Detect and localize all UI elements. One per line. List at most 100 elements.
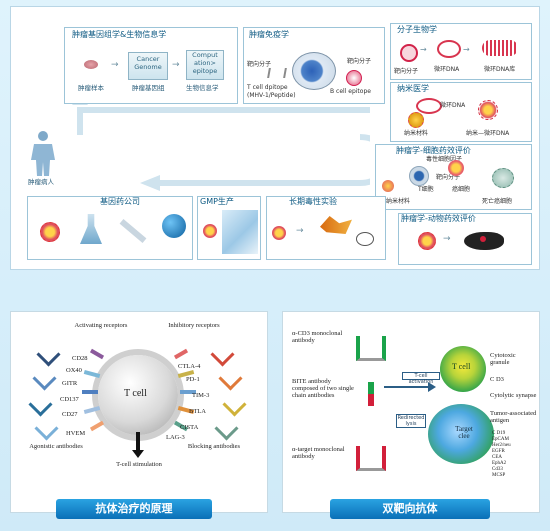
arrowhead-icon [428,382,436,392]
gmp-title: GMP生产 [200,197,234,206]
receptor-label-cd137: CD137 [60,396,79,403]
nanomed-dna-label: 微环DNA [440,102,466,109]
tcell-icon [409,166,429,186]
receptor-label-btla: BTLA [189,408,206,415]
nanoparticle-icon [408,112,424,128]
bcell-epitope-label: B cell epitope [330,88,371,95]
receptor-label-ox40: OX40 [66,367,82,374]
mhc-label: (MHV-1/Peptide) [247,92,296,99]
cancer-cell-label: 癌细胞 [452,186,471,193]
antigen-list-item: C D19 [492,431,506,436]
cancer-genome-box: Cancer Genome [128,52,168,80]
dna-library-icon [482,40,518,56]
receptor-label-lag3: LAG-3 [166,434,185,441]
antigen-list-item: EpCAM [492,437,509,442]
nanomed-title: 纳米医学 [397,84,429,93]
redirected-lysis-tag: Redirected lysis [396,414,426,428]
target-cell-label: Target clee [455,425,473,440]
nano-material-label: 纳米材料 [404,130,429,137]
antigen-list-item: CEA [492,455,502,460]
nano-dna-complex-icon [478,100,498,120]
arrow-icon: → [443,234,451,244]
nano-composite-label: 纳米—微环DNA [466,130,510,137]
stimulation-arrowhead [132,450,144,458]
target-antibody-label: α-target monoclonal antibody [292,446,345,460]
dna-library-label: 微环DNA库 [484,66,516,73]
inhibitory-receptors-label: Inhibitory receptors [168,322,220,329]
nanoparticle-icon [40,222,60,242]
tcell-icon [292,52,336,90]
target-label: 靶向分子 [394,68,419,75]
target-left-label: 靶向分子 [247,61,272,68]
arrow-icon: → [463,45,470,54]
antigen-list-item: Cd33 [492,467,503,472]
bispecific-caption: 双靶向抗体 [330,499,490,519]
antigen-list-item: Her2/neu [492,443,511,448]
arrow-icon: → [111,60,119,70]
cytotoxic-label: Cytotoxic granule [490,352,516,366]
dead-cell-icon [492,168,514,188]
genomics-title: 肿瘤基因组学&生物信息学 [72,30,167,39]
tumor-antigen-label: Tumor-associated antigen [490,410,537,424]
receptor-label-tim3: TIM-3 [192,392,210,399]
target-cell-icon [428,404,494,464]
cell-eval-title: 肿瘤学-细胞药效评价 [396,146,471,155]
cd3-antibody-label: α-CD3 monoclonal antibody [292,330,343,344]
circular-dna-icon [416,98,442,114]
blocking-label: Blocking antibodies [187,443,241,450]
target-right-label: 靶向分子 [347,58,372,65]
y-antibody-icon [267,68,287,78]
receptor-label-gitr: GITR [62,380,78,387]
antigen-list-item: MCSP [492,473,506,478]
tcell-epitope-label: T cell dpitope [247,84,288,91]
bioinfo-label: 生物信息学 [186,84,219,92]
receptor-label-cd28: CD28 [72,355,88,362]
target-molecule-icon [400,44,418,62]
synapse-label: Cytolytic synapse [490,392,537,399]
patient-icon [28,130,58,176]
agonistic-label: Agonistic antibodies [29,443,83,450]
longtox-title: 长期毒性实验 [289,197,337,206]
tcell-green-icon [440,346,486,392]
bispecific-panel [282,311,540,513]
target-antibody-icon [356,446,386,471]
cell-eval-target-label: 靶向分子 [436,174,461,181]
arrow-icon: → [296,226,304,236]
cd3-label: C D3 [490,376,504,383]
antigen-list-item: EGFR [492,449,505,454]
tcell-icon [98,355,178,435]
arrow-icon [384,386,430,388]
toxic-factor-label: 毒性细胞因子 [426,156,463,163]
stimulation-arrow [136,432,140,452]
molecular-bio-title: 分子生物学 [397,25,437,34]
gene-company-title: 基因药公司 [100,197,140,206]
activating-receptors-label: Activating receptors [74,322,128,329]
immunology-title: 肿瘤免疫学 [249,30,289,39]
animal-eval-title: 肿瘤学-动物药效评价 [401,214,476,223]
tcell-label: T cell [452,362,471,371]
nanoparticle-icon [418,232,436,250]
tcell-activation-tag: T-cell activation [402,372,440,385]
lab-photo [222,210,258,254]
snail-icon [356,232,374,246]
arrow-icon: → [420,45,427,54]
dead-cell-label: 死亡癌细胞 [482,198,513,205]
computation-box: Comput ation> epitope [186,50,224,80]
tcell-label: T cell [124,388,147,399]
tumor-dot-icon [480,236,486,242]
receptor-label-pd1: PD-1 [186,376,200,383]
arrow-icon: → [172,60,180,70]
receptor-label-ctla4: CTLA-4 [178,363,201,370]
nanoparticle-icon [272,226,286,240]
receptor-label-cd27: CD27 [62,411,78,418]
receptor-label-cista: CISTA [180,424,199,431]
bite-antibody-icon [368,382,374,406]
bcell-icon [346,70,362,86]
tissue-sample-icon [84,60,98,69]
nanoparticle-icon [382,180,394,192]
receptor-stalk-icon [82,390,98,394]
cycle-arrows [72,95,370,191]
circular-dna-icon [437,40,461,58]
tcell-label: T细胞 [418,186,434,193]
tumor-genome-label: 肿瘤基因组 [132,84,165,92]
